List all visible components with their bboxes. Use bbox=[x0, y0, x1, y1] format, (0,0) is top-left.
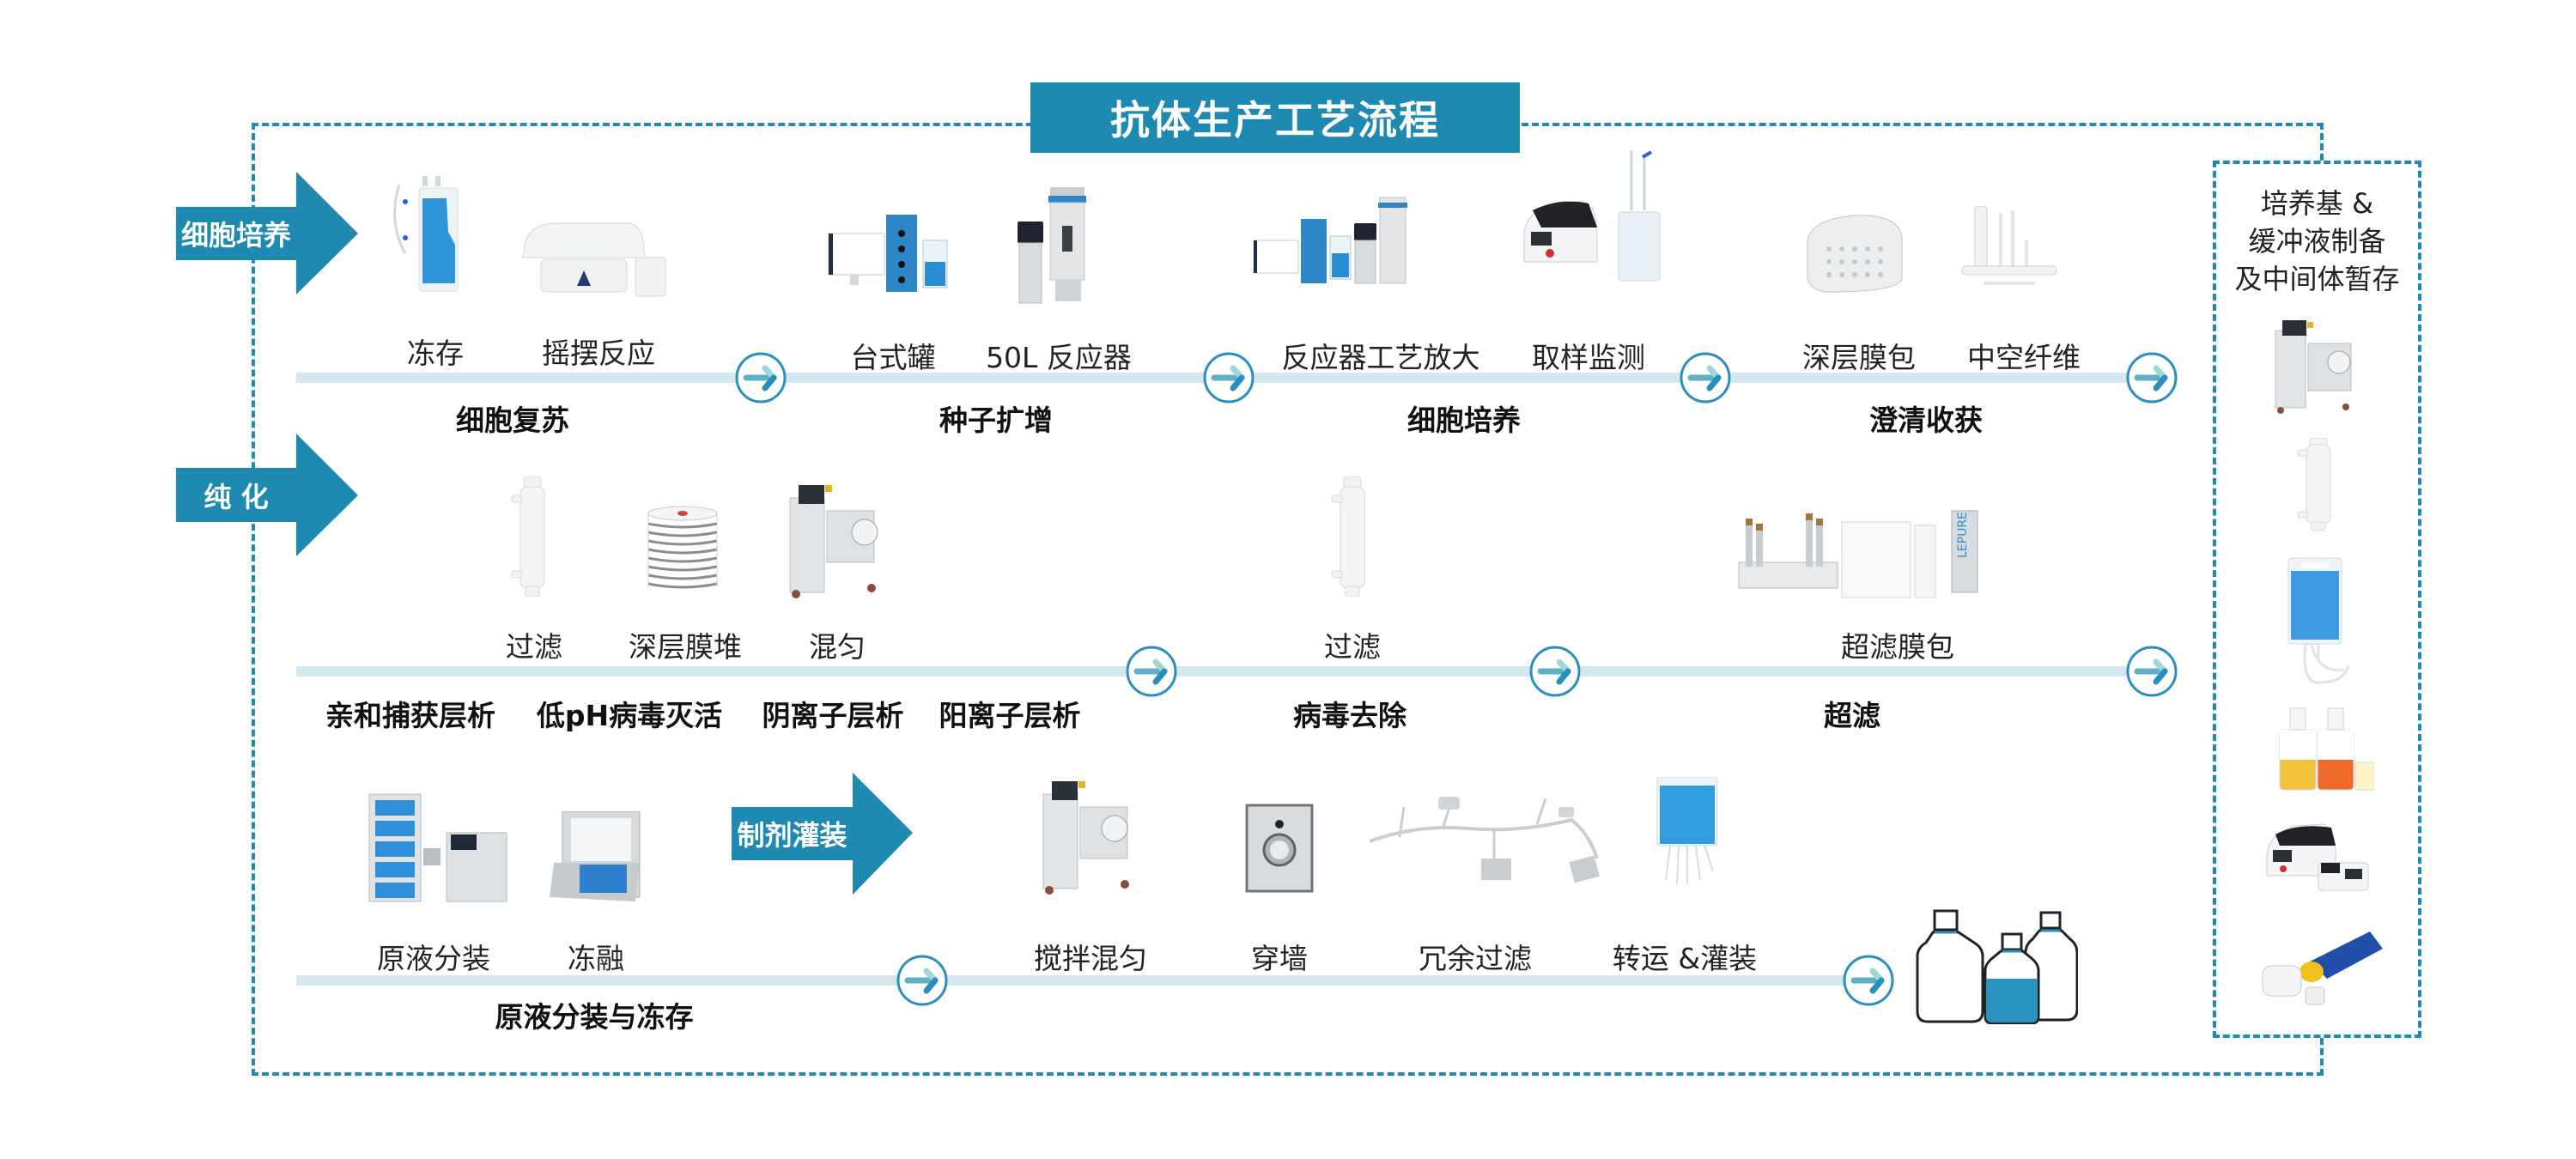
redundant-filtration-assembly-icon bbox=[1365, 790, 1614, 896]
step-label: 原液分装与冻存 bbox=[495, 1000, 694, 1034]
side-title-line: 缓冲液制备 bbox=[2248, 225, 2386, 258]
next-step-arrow-icon bbox=[1679, 351, 1732, 404]
item-label: 超滤膜包 bbox=[1841, 630, 1954, 664]
item-label: 台式罐 bbox=[850, 341, 936, 374]
next-step-arrow-icon bbox=[2125, 351, 2178, 404]
step-label: 澄清收获 bbox=[1869, 404, 1983, 437]
svg-text:LEPURE: LEPURE bbox=[1956, 512, 1970, 558]
next-step-arrow-icon bbox=[1202, 351, 1255, 404]
stage-label: 细胞培养 bbox=[180, 219, 291, 252]
tube-welder-icon bbox=[2258, 919, 2387, 1016]
timeline-track-row2 bbox=[296, 666, 2177, 677]
hollow-fiber-icon bbox=[1958, 205, 2061, 295]
stage-arrow-shape bbox=[176, 172, 358, 294]
freeze-thaw-icon bbox=[550, 810, 644, 909]
wall-transfer-port-icon bbox=[1245, 798, 1314, 896]
step-label: 种子扩增 bbox=[939, 404, 1053, 437]
side-panel-frame bbox=[2213, 161, 2421, 1038]
step-label: 超滤 bbox=[1824, 699, 1880, 732]
item-label: 混匀 bbox=[809, 630, 866, 664]
side-title-line: 及中间体暂存 bbox=[2234, 263, 2400, 295]
step-label: 细胞复苏 bbox=[456, 404, 569, 437]
step-label: 阳离子层析 bbox=[939, 699, 1081, 732]
item-label: 中空纤维 bbox=[1967, 341, 2081, 374]
media-bag-icon bbox=[2284, 554, 2361, 695]
rocking-bioreactor-icon bbox=[515, 219, 687, 308]
depth-filter-stack-icon bbox=[644, 505, 721, 598]
filter-capsule-icon bbox=[2293, 437, 2344, 536]
item-label: 反应器工艺放大 bbox=[1281, 341, 1480, 374]
item-label: 50L 反应器 bbox=[986, 341, 1132, 374]
item-label: 过滤 bbox=[506, 630, 562, 664]
50l-bioreactor-icon bbox=[1018, 187, 1116, 311]
step-label: 病毒去除 bbox=[1293, 699, 1406, 732]
tube-sealer-icon bbox=[2263, 816, 2383, 896]
bulk-dispensing-icon bbox=[365, 790, 511, 913]
step-label: 阴离子层析 bbox=[762, 699, 904, 732]
item-label: 深层膜包 bbox=[1802, 341, 1916, 374]
stage-arrow-purification: 纯 化 bbox=[176, 434, 361, 558]
mixer-icon bbox=[786, 481, 897, 604]
transfer-fill-bag-icon bbox=[1653, 776, 1730, 892]
filter-capsule-icon bbox=[507, 476, 558, 600]
virus-filter-capsule-icon bbox=[1327, 476, 1378, 600]
ultrafiltration-cassette-icon: LEPURE bbox=[1730, 507, 2005, 604]
stage-arrow-shape bbox=[732, 773, 913, 895]
step-label: 亲和捕获层析 bbox=[325, 699, 495, 732]
stirring-mixer-icon bbox=[1039, 777, 1151, 901]
sampling-monitor-icon bbox=[1516, 150, 1670, 308]
stage-arrow-formulation-fill: 制剂灌装 bbox=[732, 773, 916, 897]
bottles-icon bbox=[1911, 908, 2079, 1028]
benchtop-bioreactor-icon bbox=[824, 215, 979, 304]
side-panel-title: 培养基 & 缓冲液制备 及中间体暂存 bbox=[2213, 185, 2421, 298]
cryo-bag-icon bbox=[386, 176, 481, 308]
timeline-track-row3 bbox=[296, 975, 1876, 986]
step-label: 低pH病毒灭活 bbox=[536, 699, 723, 732]
item-label: 摇摆反应 bbox=[542, 337, 655, 370]
page-title: 抗体生产工艺流程 bbox=[1030, 82, 1520, 153]
item-label: 搅拌混匀 bbox=[1034, 942, 1147, 975]
stage-label: 纯 化 bbox=[204, 480, 269, 513]
side-title-line: 培养基 & bbox=[2260, 187, 2374, 220]
media-bottles-icon bbox=[2271, 704, 2375, 798]
mixing-station-icon bbox=[2267, 318, 2370, 420]
item-label: 过滤 bbox=[1324, 630, 1381, 664]
item-label: 穿墙 bbox=[1251, 942, 1308, 975]
item-label: 转运 &灌装 bbox=[1612, 942, 1758, 975]
item-label: 冗余过滤 bbox=[1419, 942, 1532, 975]
stage-arrow-shape bbox=[176, 434, 358, 556]
item-label: 原液分装 bbox=[377, 942, 490, 975]
next-step-arrow-icon bbox=[1125, 645, 1178, 698]
next-step-arrow-icon bbox=[1842, 954, 1895, 1007]
next-step-arrow-icon bbox=[2125, 645, 2178, 698]
next-step-arrow-icon bbox=[734, 351, 787, 404]
depth-filter-capsule-icon bbox=[1803, 210, 1915, 300]
bioreactor-scaleup-icon bbox=[1249, 189, 1481, 304]
item-label: 冻存 bbox=[407, 337, 464, 370]
next-step-arrow-icon bbox=[1528, 645, 1582, 698]
step-label: 细胞培养 bbox=[1407, 404, 1521, 437]
item-label: 取样监测 bbox=[1532, 341, 1645, 374]
stage-arrow-cell-culture: 细胞培养 bbox=[176, 172, 361, 296]
next-step-arrow-icon bbox=[896, 954, 949, 1007]
item-label: 冻融 bbox=[568, 942, 624, 975]
item-label: 深层膜堆 bbox=[629, 630, 742, 664]
stage-label: 制剂灌装 bbox=[737, 819, 848, 852]
